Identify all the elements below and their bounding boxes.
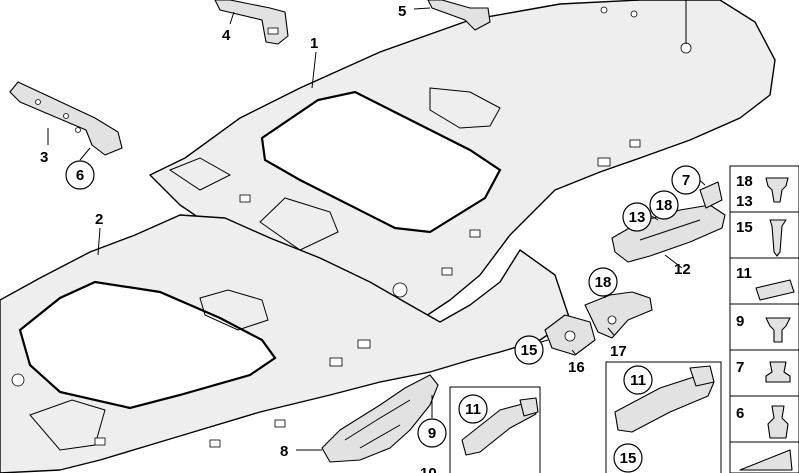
bracket-8 xyxy=(321,374,439,463)
legend-11: 11 xyxy=(736,265,752,282)
inset-handle-left: 11 xyxy=(449,386,541,473)
inset-handle-right: 11 15 xyxy=(605,361,722,473)
callout-16: 16 xyxy=(568,359,585,376)
callout-11-a: 11 xyxy=(465,401,481,418)
callout-15-a: 15 xyxy=(521,342,538,359)
legend-13: 13 xyxy=(736,193,753,210)
callout-5: 5 xyxy=(398,3,406,20)
callout-13: 13 xyxy=(629,209,646,226)
screw-icon xyxy=(769,219,787,257)
callout-9: 9 xyxy=(428,425,436,442)
bracket-12 xyxy=(611,181,726,263)
callout-17: 17 xyxy=(610,343,627,360)
wedge-icon xyxy=(739,449,793,471)
pad-icon xyxy=(755,279,795,301)
callout-7: 7 xyxy=(682,172,690,189)
headliner-upper xyxy=(149,0,776,326)
bracket-17 xyxy=(584,291,653,339)
circled-callouts: 6 7 18 13 18 15 9 xyxy=(65,160,701,448)
bracket-5 xyxy=(427,0,491,31)
legend-9: 9 xyxy=(736,313,744,330)
callout-10: 10 xyxy=(420,465,437,473)
headliner-lower xyxy=(0,214,571,473)
fastener-legend: 18 13 15 11 9 7 6 xyxy=(729,165,799,473)
push-clip-icon xyxy=(765,361,791,383)
bracket-16 xyxy=(544,314,596,356)
callout-15-b: 15 xyxy=(620,450,637,467)
bracket-3 xyxy=(9,81,123,156)
expanding-rivet-icon xyxy=(765,317,791,343)
callout-4: 4 xyxy=(222,27,231,44)
callout-12: 12 xyxy=(674,261,691,278)
callout-8: 8 xyxy=(280,443,288,460)
callout-2: 2 xyxy=(95,211,103,228)
callout-18-a: 18 xyxy=(656,197,673,214)
trim-clip-icon xyxy=(767,405,789,439)
legend-7: 7 xyxy=(736,359,744,376)
callout-11-b: 11 xyxy=(630,372,646,389)
callout-3: 3 xyxy=(40,149,48,166)
clip-icon xyxy=(765,177,789,203)
legend-6: 6 xyxy=(736,405,744,422)
callout-1: 1 xyxy=(310,35,318,52)
callout-18-b: 18 xyxy=(595,274,612,291)
callouts: 1 2 3 4 5 8 12 16 17 10 xyxy=(40,3,691,473)
legend-18: 18 xyxy=(736,173,753,190)
callout-6: 6 xyxy=(76,167,84,184)
legend-15: 15 xyxy=(736,219,753,236)
bracket-4 xyxy=(214,0,289,45)
